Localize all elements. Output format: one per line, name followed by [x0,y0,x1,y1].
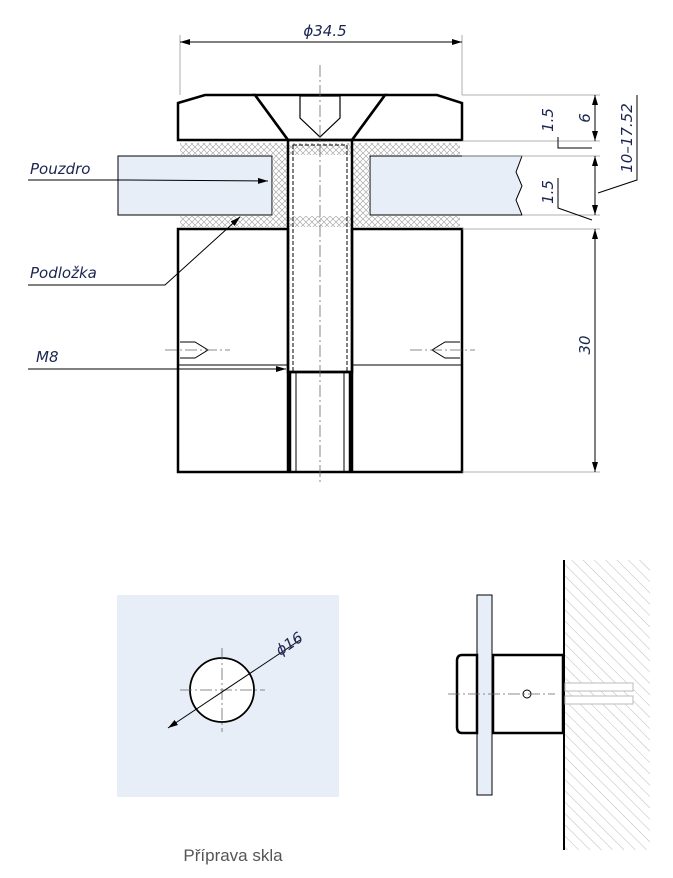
bushing-left [272,155,288,216]
lower-washer-dimension: 1.5 [539,180,557,204]
glass-prep-caption: Příprava skla [183,846,283,865]
leader-line [557,178,593,221]
base-right [350,227,464,474]
leader-line [557,137,592,149]
section-view: ϕ34.5 6 1.5 1.5 10–17.52 30 Pouzdro Podl… [28,22,638,485]
glass-side [476,594,493,796]
bushing-right [352,155,370,216]
glass-left [117,155,273,216]
cap-height-dimension: 6 [576,113,594,123]
leader-line [28,177,269,184]
wall-anchor [564,682,634,705]
base-height-dimension: 30 [576,335,594,354]
label-thread: M8 [36,348,59,366]
label-washer: Podložka [30,264,97,282]
hole-diameter-dimension-line [167,639,301,729]
glass-right [369,155,523,216]
base-left [176,227,290,474]
wall [564,560,650,850]
leader-line [28,216,241,286]
label-bushing: Pouzdro [30,160,90,178]
glass-thickness-dimension: 10–17.52 [618,103,636,173]
cap-diameter-dimension: ϕ34.5 [303,22,346,40]
extension-lines [462,94,600,473]
cap-side [455,653,479,735]
upper-washer-dimension: 1.5 [539,108,557,132]
leader-line [597,95,638,194]
glass-preparation-view: ϕ16 Příprava skla [117,595,339,865]
bolt-thread-outline [292,144,348,373]
side-view [448,560,650,850]
